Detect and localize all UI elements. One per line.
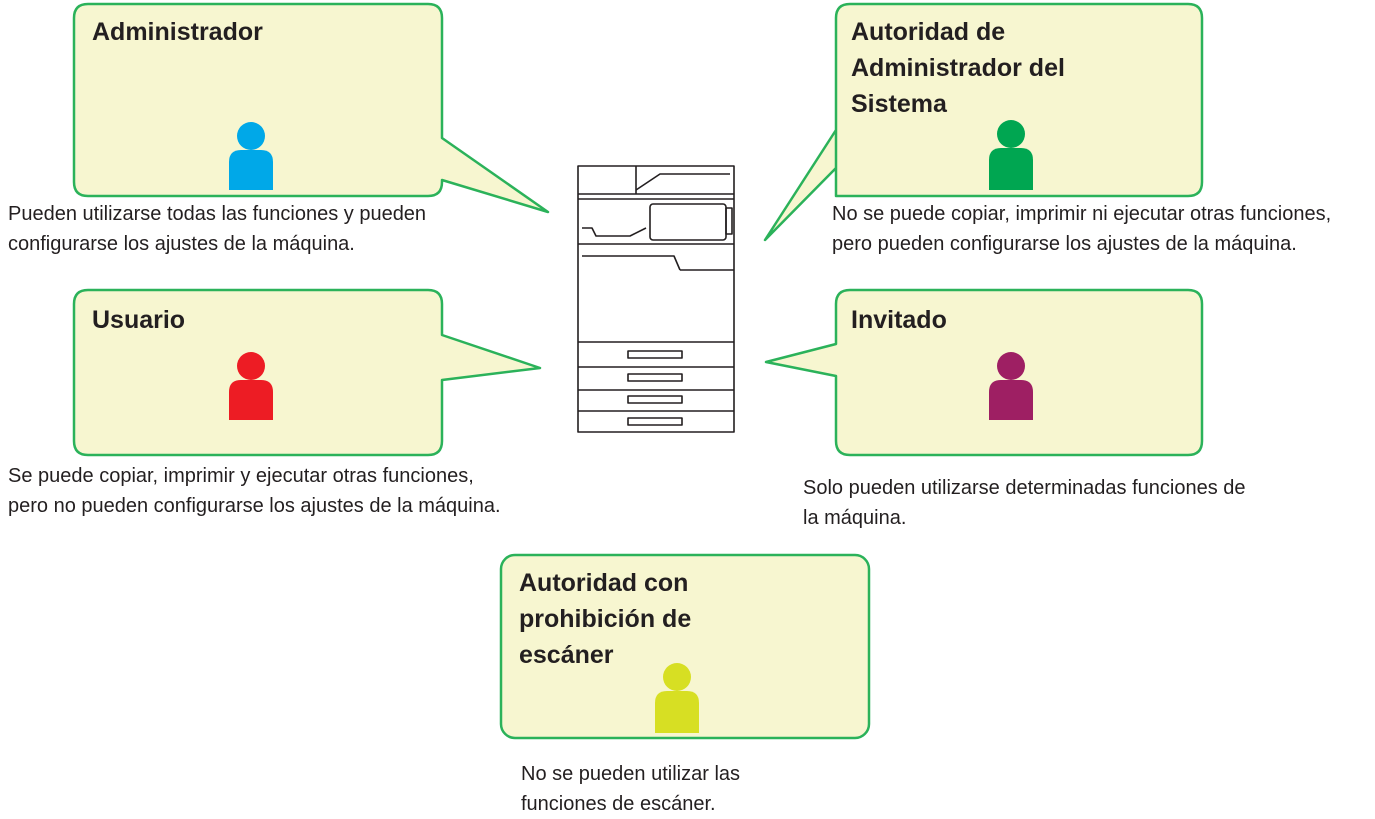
guest-title: Invitado	[851, 306, 947, 334]
scanner-prohibited-bubble	[499, 553, 871, 740]
user-title: Usuario	[92, 306, 186, 334]
guest-description: Solo pueden utilizarse determinadas func…	[803, 477, 1246, 529]
person-icon	[989, 120, 1033, 190]
system-admin-bubble	[763, 2, 1204, 242]
user-description: Se puede copiar, imprimir y ejecutar otr…	[8, 465, 501, 517]
administrator-bubble	[72, 2, 550, 214]
multifunction-printer-icon	[577, 165, 735, 433]
person-icon	[989, 352, 1033, 420]
scanner-prohibited-title: Autoridad con prohibición de escáner	[519, 569, 692, 669]
person-icon	[229, 122, 273, 190]
person-icon	[655, 663, 699, 733]
user-bubble	[72, 288, 542, 457]
system-admin-description: No se puede copiar, imprimir ni ejecutar…	[832, 203, 1332, 255]
scanner-prohibited-description: No se pueden utilizar las funciones de e…	[521, 763, 741, 815]
administrator-title: Administrador	[92, 18, 263, 46]
system-admin-title: Autoridad de Administrador del Sistema	[851, 18, 1065, 118]
guest-bubble	[764, 288, 1204, 457]
person-icon	[229, 352, 273, 420]
administrator-description: Pueden utilizarse todas las funciones y …	[8, 203, 427, 255]
